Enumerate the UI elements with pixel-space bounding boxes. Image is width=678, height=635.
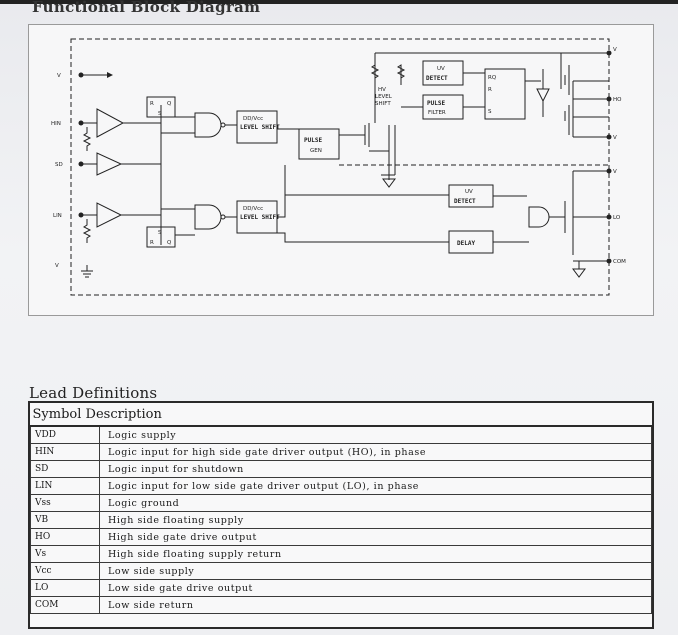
pin-sd-label: SD bbox=[55, 162, 63, 168]
description-cell: Logic input for low side gate driver out… bbox=[99, 477, 652, 495]
latch-rq-label: RQ bbox=[488, 75, 497, 81]
latch-s-label: S bbox=[488, 109, 492, 115]
level-shift-top-label: LEVEL SHIFT bbox=[240, 124, 280, 131]
level-shift-bottom-sub: DD/Vcc bbox=[243, 206, 263, 212]
rs-bottom-r-label: R bbox=[150, 240, 154, 246]
lin-buffer-shape bbox=[96, 202, 123, 228]
description-cell: Low side gate drive output bbox=[99, 579, 652, 597]
rs-top-q-label: Q bbox=[167, 101, 172, 107]
description-cell: Logic input for shutdown bbox=[99, 460, 652, 478]
pin-vs-label: V bbox=[613, 135, 617, 141]
pulse-gen-label-1: PULSE bbox=[304, 137, 322, 144]
header-symbol: Symbol bbox=[32, 406, 82, 422]
description-cell: Logic input for high side gate driver ou… bbox=[99, 443, 652, 461]
symbol-cell: Vss bbox=[30, 494, 100, 512]
description-cell: Low side return bbox=[99, 596, 652, 614]
rs-bottom-s-label: S bbox=[158, 230, 162, 236]
pin-vcc-label: V bbox=[613, 169, 617, 175]
pin-lin-label: LIN bbox=[53, 213, 62, 219]
delay-label: DELAY bbox=[457, 240, 475, 247]
pulse-filter-label-2: FILTER bbox=[428, 110, 446, 116]
description-cell: High side floating supply bbox=[99, 511, 652, 529]
symbol-cell: HIN bbox=[30, 443, 100, 461]
level-shift-bottom-label: LEVEL SHIFT bbox=[240, 214, 280, 221]
level-shift-top-sub: DD/Vcc bbox=[243, 116, 263, 122]
pin-ho-label: HO bbox=[613, 97, 622, 103]
pin-com-label: COM bbox=[613, 259, 626, 265]
symbol-cell: VB bbox=[30, 511, 100, 529]
sd-buffer-shape bbox=[96, 152, 123, 176]
table-header-row: Symbol Description bbox=[30, 403, 652, 427]
uv-top-label-2: DETECT bbox=[426, 75, 448, 82]
rs-top-r-label: R bbox=[150, 101, 154, 107]
pin-hin-label: HIN bbox=[51, 121, 61, 127]
symbol-cell: Vcc bbox=[30, 562, 100, 580]
uv-bottom-label-1: UV bbox=[465, 189, 473, 195]
hin-buffer-shape bbox=[96, 108, 125, 138]
symbol-cell: COM bbox=[30, 596, 100, 614]
symbol-cell: LO bbox=[30, 579, 100, 597]
description-cell: High side floating supply return bbox=[99, 545, 652, 563]
pin-vdd-label: V bbox=[57, 73, 61, 79]
diagram-heading: Functional Block Diagram bbox=[32, 0, 261, 16]
rs-bottom-q-label: Q bbox=[167, 240, 172, 246]
pulse-gen-label-2: GEN bbox=[310, 148, 322, 154]
description-cell: High side gate drive output bbox=[99, 528, 652, 546]
hv-label: HV bbox=[378, 87, 386, 93]
hv-shift-label: SHIFT bbox=[375, 101, 391, 107]
uv-bottom-label-2: DETECT bbox=[454, 198, 476, 205]
symbol-cell: VDD bbox=[30, 425, 100, 444]
lead-definitions-title: Lead Definitions bbox=[29, 384, 158, 402]
header-description: Description bbox=[85, 406, 162, 422]
hv-level-label: LEVEL bbox=[375, 94, 393, 100]
circuit-schematic: V HIN SD LIN V V HO V V LO COM R Q S S R… bbox=[51, 38, 626, 296]
pin-vb-label: V bbox=[613, 47, 617, 53]
top-edge-bar bbox=[0, 0, 678, 4]
uv-top-label-1: UV bbox=[437, 66, 445, 72]
description-cell: Logic ground bbox=[99, 494, 652, 512]
symbol-cell: LIN bbox=[30, 477, 100, 495]
pulse-filter-label-1: PULSE bbox=[427, 100, 445, 107]
table-header: Symbol Description bbox=[30, 403, 652, 427]
pin-lo-label: LO bbox=[613, 215, 621, 221]
pin-vss-label: V bbox=[55, 263, 59, 269]
functional-block-diagram: V HIN SD LIN V V HO V V LO COM R Q S S R… bbox=[28, 24, 654, 316]
description-cell: Low side supply bbox=[99, 562, 652, 580]
symbol-cell: SD bbox=[30, 460, 100, 478]
rs-top-s-label: S bbox=[158, 111, 162, 117]
latch-r-label: R bbox=[488, 87, 492, 93]
symbol-cell: HO bbox=[30, 528, 100, 546]
description-cell: Logic supply bbox=[99, 425, 652, 444]
symbol-cell: Vs bbox=[30, 545, 100, 563]
